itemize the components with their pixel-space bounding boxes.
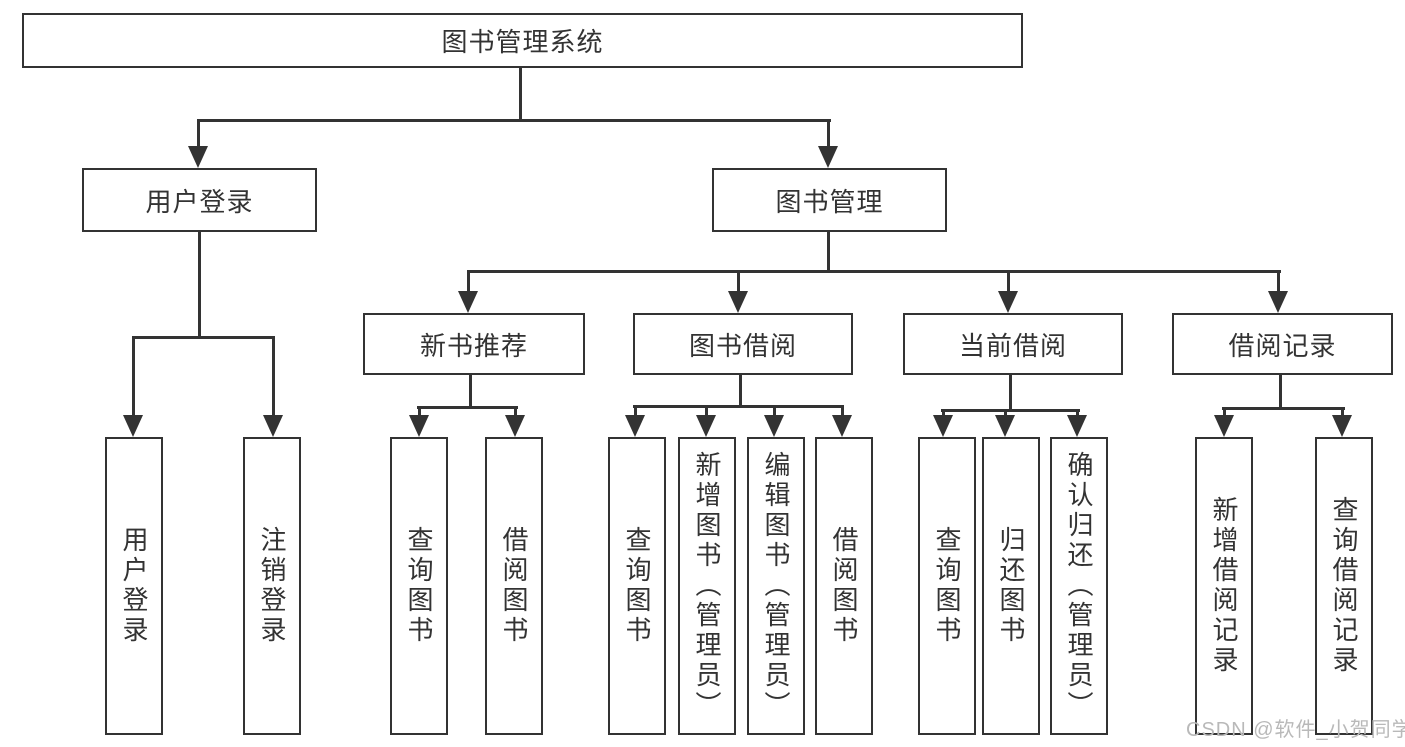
connector-rec-stub-1 — [1223, 407, 1226, 418]
csdn-watermark: CSDN @软件_小贺同学 — [1186, 719, 1405, 741]
arrowhead-to-bw-edit-books — [764, 415, 784, 437]
arrowhead-to-user-login — [188, 146, 208, 168]
node-book-borrowing: 图书借阅 — [633, 313, 853, 375]
leaf-nb-borrow-books: 借阅图书 — [485, 437, 543, 735]
leaf-rec-add-record-label: 新增借阅记录 — [1209, 496, 1239, 676]
arrowhead-to-rec-add-record — [1214, 415, 1234, 437]
connector-rec-stub-2 — [1341, 407, 1344, 418]
connector-bookmgmt-stub-3 — [1007, 270, 1010, 294]
arrowhead-to-new-book-recommend — [458, 291, 478, 313]
node-new-book-recommend-label: 新书推荐 — [419, 330, 528, 361]
arrowhead-to-cur-confirm-return — [1067, 415, 1087, 437]
arrowhead-to-cur-query-books — [933, 415, 953, 437]
arrowhead-to-bw-add-books — [696, 415, 716, 437]
leaf-cur-query-books: 查询图书 — [918, 437, 976, 735]
leaf-bw-add-books: 新增图书（管理员） — [678, 437, 736, 735]
node-user-login: 用户登录 — [82, 168, 317, 232]
connector-root-rail — [197, 119, 831, 122]
connector-cur-stub-3 — [1076, 409, 1079, 418]
connector-bw-stub-2 — [705, 405, 708, 418]
connector-userlogin-rail — [132, 336, 275, 339]
connector-rec-rail — [1222, 407, 1345, 410]
leaf-bw-query-books: 查询图书 — [608, 437, 666, 735]
arrowhead-to-rec-query-record — [1332, 415, 1352, 437]
connector-nb-stub-2 — [514, 406, 517, 418]
node-borrow-records: 借阅记录 — [1172, 313, 1393, 375]
connector-cur-stub-2 — [1004, 409, 1007, 418]
connector-bw-stub-4 — [841, 405, 844, 418]
connector-bw-stub-3 — [773, 405, 776, 418]
connector-cur-drop — [1009, 375, 1012, 412]
leaf-bw-edit-books: 编辑图书（管理员） — [747, 437, 805, 735]
connector-bookmgmt-stub-2 — [737, 270, 740, 294]
node-user-login-label: 用户登录 — [145, 186, 254, 217]
connector-nb-drop — [469, 375, 472, 409]
arrowhead-to-book-borrowing — [728, 291, 748, 313]
arrowhead-to-cur-return-books — [995, 415, 1015, 437]
node-book-management-label: 图书管理 — [775, 186, 884, 217]
node-borrow-records-label: 借阅记录 — [1228, 330, 1337, 361]
node-book-management: 图书管理 — [712, 168, 947, 232]
leaf-bw-add-books-label: 新增图书（管理员） — [692, 451, 722, 721]
connector-bookmgmt-drop — [827, 232, 830, 273]
node-current-borrowing-label: 当前借阅 — [958, 330, 1067, 361]
node-root: 图书管理系统 — [22, 13, 1023, 68]
leaf-bw-borrow-books: 借阅图书 — [815, 437, 873, 735]
leaf-rec-add-record: 新增借阅记录 — [1195, 437, 1253, 735]
arrowhead-to-borrow-records — [1268, 291, 1288, 313]
connector-userlogin-stub-2 — [272, 336, 275, 418]
leaf-logout: 注销登录 — [243, 437, 301, 735]
leaf-cur-confirm-return-label: 确认归还（管理员） — [1064, 451, 1094, 721]
connector-userlogin-drop — [198, 232, 201, 339]
connector-nb-rail — [417, 406, 518, 409]
leaf-bw-edit-books-label: 编辑图书（管理员） — [761, 451, 791, 721]
leaf-nb-query-books: 查询图书 — [390, 437, 448, 735]
leaf-nb-borrow-books-label: 借阅图书 — [499, 526, 529, 646]
arrowhead-to-book-management — [818, 146, 838, 168]
leaf-logout-label: 注销登录 — [257, 526, 287, 646]
node-book-borrowing-label: 图书借阅 — [688, 330, 797, 361]
node-new-book-recommend: 新书推荐 — [363, 313, 585, 375]
leaf-cur-query-books-label: 查询图书 — [932, 526, 962, 646]
leaf-nb-query-books-label: 查询图书 — [404, 526, 434, 646]
connector-bw-rail — [633, 405, 844, 408]
connector-root-stub-left — [197, 119, 200, 149]
connector-cur-rail — [941, 409, 1080, 412]
leaf-bw-query-books-label: 查询图书 — [622, 526, 652, 646]
leaf-user-login-action-label: 用户登录 — [119, 526, 149, 646]
leaf-cur-confirm-return: 确认归还（管理员） — [1050, 437, 1108, 735]
arrowhead-to-nb-query-books — [409, 415, 429, 437]
leaf-cur-return-books: 归还图书 — [982, 437, 1040, 735]
connector-root-drop — [519, 68, 522, 121]
arrowhead-to-nb-borrow-books — [505, 415, 525, 437]
connector-bookmgmt-stub-1 — [467, 270, 470, 294]
node-current-borrowing: 当前借阅 — [903, 313, 1123, 375]
arrowhead-to-logout — [263, 415, 283, 437]
leaf-rec-query-record: 查询借阅记录 — [1315, 437, 1373, 735]
arrowhead-to-bw-borrow-books — [832, 415, 852, 437]
connector-nb-stub-1 — [418, 406, 421, 418]
node-root-label: 图书管理系统 — [441, 27, 604, 57]
connector-userlogin-stub-1 — [132, 336, 135, 418]
connector-cur-stub-1 — [942, 409, 945, 418]
leaf-user-login-action: 用户登录 — [105, 437, 163, 735]
arrowhead-to-current-borrowing — [998, 291, 1018, 313]
leaf-cur-return-books-label: 归还图书 — [996, 526, 1026, 646]
connector-root-stub-right — [827, 119, 830, 149]
arrowhead-to-user-login-action — [123, 415, 143, 437]
connector-bw-stub-1 — [634, 405, 637, 418]
arrowhead-to-bw-query-books — [625, 415, 645, 437]
leaf-rec-query-record-label: 查询借阅记录 — [1329, 496, 1359, 676]
leaf-bw-borrow-books-label: 借阅图书 — [829, 526, 859, 646]
connector-rec-drop — [1279, 375, 1282, 410]
connector-bookmgmt-stub-4 — [1277, 270, 1280, 294]
connector-bookmgmt-rail — [467, 270, 1281, 273]
connector-bw-drop — [739, 375, 742, 408]
